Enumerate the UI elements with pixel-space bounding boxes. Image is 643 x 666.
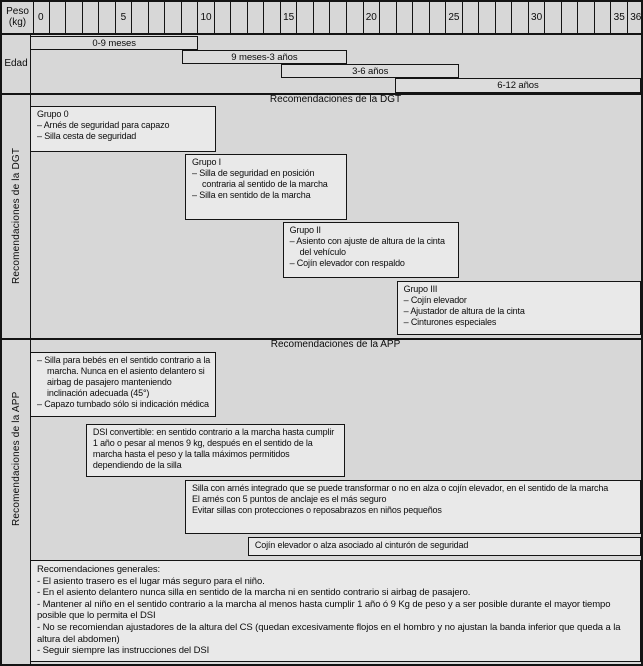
weight-tick-cell xyxy=(182,2,199,33)
general-notes-item: - No se recomiendan ajustadores de la al… xyxy=(37,621,621,645)
weight-tick-cell xyxy=(165,2,182,33)
group-item: – Arnés de seguridad para capazo xyxy=(37,120,170,130)
peso-axis-label-line2: (kg) xyxy=(8,16,27,28)
group-item: – Cojín elevador con respaldo xyxy=(289,258,405,268)
dgt-side-label: Recomendaciones de la DGT xyxy=(11,147,22,284)
weight-tick-cell: 30 xyxy=(529,2,546,33)
weight-tick-cell xyxy=(50,2,67,33)
weight-tick-cell xyxy=(496,2,513,33)
row-divider-peso-edad xyxy=(2,33,641,35)
weight-tick-cell xyxy=(248,2,265,33)
weight-tick-cell xyxy=(578,2,595,33)
weight-tick-cell xyxy=(215,2,232,33)
group-item: – Ajustador de altura de la cinta xyxy=(403,306,525,316)
group-title: Grupo I xyxy=(192,157,222,167)
weight-tick-cell xyxy=(413,2,430,33)
age-band: 3-6 años xyxy=(280,64,460,78)
group-item: – Cinturones especiales xyxy=(403,317,497,327)
app-box-item: – Capazo tumbado sólo si indicación médi… xyxy=(37,399,209,409)
weight-tick-cell xyxy=(132,2,149,33)
weight-tick-cell xyxy=(595,2,612,33)
peso-cell-divider xyxy=(33,2,34,33)
weight-tick-cell xyxy=(99,2,116,33)
group-item: – Asiento con ajuste de altura de la cin… xyxy=(289,236,445,257)
row-divider-edad-dgt xyxy=(2,93,641,95)
weight-tick-cell: 25 xyxy=(446,2,463,33)
weight-tick-cell: 5 xyxy=(116,2,133,33)
weight-tick-cell xyxy=(231,2,248,33)
weight-tick-cell xyxy=(463,2,480,33)
app-box-item: Silla con arnés integrado que se puede t… xyxy=(192,483,609,493)
weight-tick-cell xyxy=(347,2,364,33)
app-header: Recomendaciones de la APP xyxy=(270,339,401,350)
left-header-column-divider xyxy=(30,33,32,664)
app-box-item: El arnés con 5 puntos de anclaje es el m… xyxy=(192,494,387,504)
group-title: Grupo III xyxy=(403,284,438,294)
peso-axis-label-line1: Peso xyxy=(6,6,29,17)
weight-tick-cell xyxy=(331,2,348,33)
dgt-group-box: Grupo III– Cojín elevador– Ajustador de … xyxy=(396,281,641,335)
app-recommendation-box: – Silla para bebés en el sentido contrar… xyxy=(30,352,217,417)
group-title: Grupo II xyxy=(289,225,321,235)
app-box-item: DSI convertible: en sentido contrario a … xyxy=(92,427,335,470)
weight-tick-cell: 20 xyxy=(364,2,381,33)
weight-tick-cell: 0 xyxy=(33,2,50,33)
general-notes-item: - Seguir siempre las instrucciones del D… xyxy=(37,645,210,657)
app-box-item: Cojín elevador o alza asociado al cintur… xyxy=(254,540,469,550)
dgt-group-box: Grupo I– Silla de seguridad en posición … xyxy=(185,154,348,220)
peso-axis-label: Peso (kg) xyxy=(2,2,33,33)
general-notes-items: - El asiento trasero es el lugar más seg… xyxy=(37,576,634,657)
general-notes-title: Recomendaciones generales: xyxy=(37,564,161,575)
app-recommendation-box: DSI convertible: en sentido contrario a … xyxy=(85,424,346,477)
dgt-group-box: Grupo II– Asiento con ajuste de altura d… xyxy=(282,222,460,278)
weight-tick-cell xyxy=(380,2,397,33)
weight-tick-cell xyxy=(512,2,529,33)
app-box-item: Evitar sillas con protecciones o reposab… xyxy=(192,505,442,515)
weight-tick-cell xyxy=(545,2,562,33)
weight-tick-cell: 15 xyxy=(281,2,298,33)
weight-tick-cell xyxy=(479,2,496,33)
weight-tick-cell: 10 xyxy=(198,2,215,33)
weight-tick-cell xyxy=(430,2,447,33)
group-item: – Silla cesta de seguridad xyxy=(37,131,137,141)
dgt-group-box: Grupo 0– Arnés de seguridad para capazo–… xyxy=(30,106,217,152)
general-notes-item: - Mantener al niño en el sentido contrar… xyxy=(37,598,611,622)
edad-row-label: Edad xyxy=(4,57,28,69)
group-item: – Cojín elevador xyxy=(403,295,467,305)
general-notes-box: Recomendaciones generales: - El asiento … xyxy=(30,560,641,662)
weight-tick-cell xyxy=(66,2,83,33)
weight-tick-cell xyxy=(264,2,281,33)
app-recommendation-box: Silla con arnés integrado que se puede t… xyxy=(185,480,641,534)
weight-tick-cell xyxy=(297,2,314,33)
weight-tick-cell xyxy=(314,2,331,33)
age-band: 9 meses-3 años xyxy=(181,50,348,64)
app-side-label: Recomendaciones de la APP xyxy=(11,391,22,527)
weight-tick-cell xyxy=(397,2,414,33)
app-recommendation-box: Cojín elevador o alza asociado al cintur… xyxy=(247,537,641,556)
general-notes-item: - En el asiento delantero nunca silla en… xyxy=(37,587,471,599)
weight-tick-cell xyxy=(149,2,166,33)
age-band: 0-9 meses xyxy=(30,36,199,50)
group-title: Grupo 0 xyxy=(37,109,69,119)
age-band: 6-12 años xyxy=(394,78,641,93)
row-divider-dgt-app xyxy=(2,338,641,340)
weight-tick-cell: 35 xyxy=(611,2,628,33)
general-notes-item: - El asiento trasero es el lugar más seg… xyxy=(37,575,265,587)
app-box-item: – Silla para bebés en el sentido contrar… xyxy=(37,355,211,398)
group-item: – Silla en sentido de la marcha xyxy=(192,190,311,200)
weight-tick-cell: 36 xyxy=(628,2,641,33)
weight-tick-cell xyxy=(83,2,100,33)
dgt-header: Recomendaciones de la DGT xyxy=(269,94,402,105)
group-item: – Silla de seguridad en posición contrar… xyxy=(192,168,328,189)
weight-tick-cell xyxy=(562,2,579,33)
